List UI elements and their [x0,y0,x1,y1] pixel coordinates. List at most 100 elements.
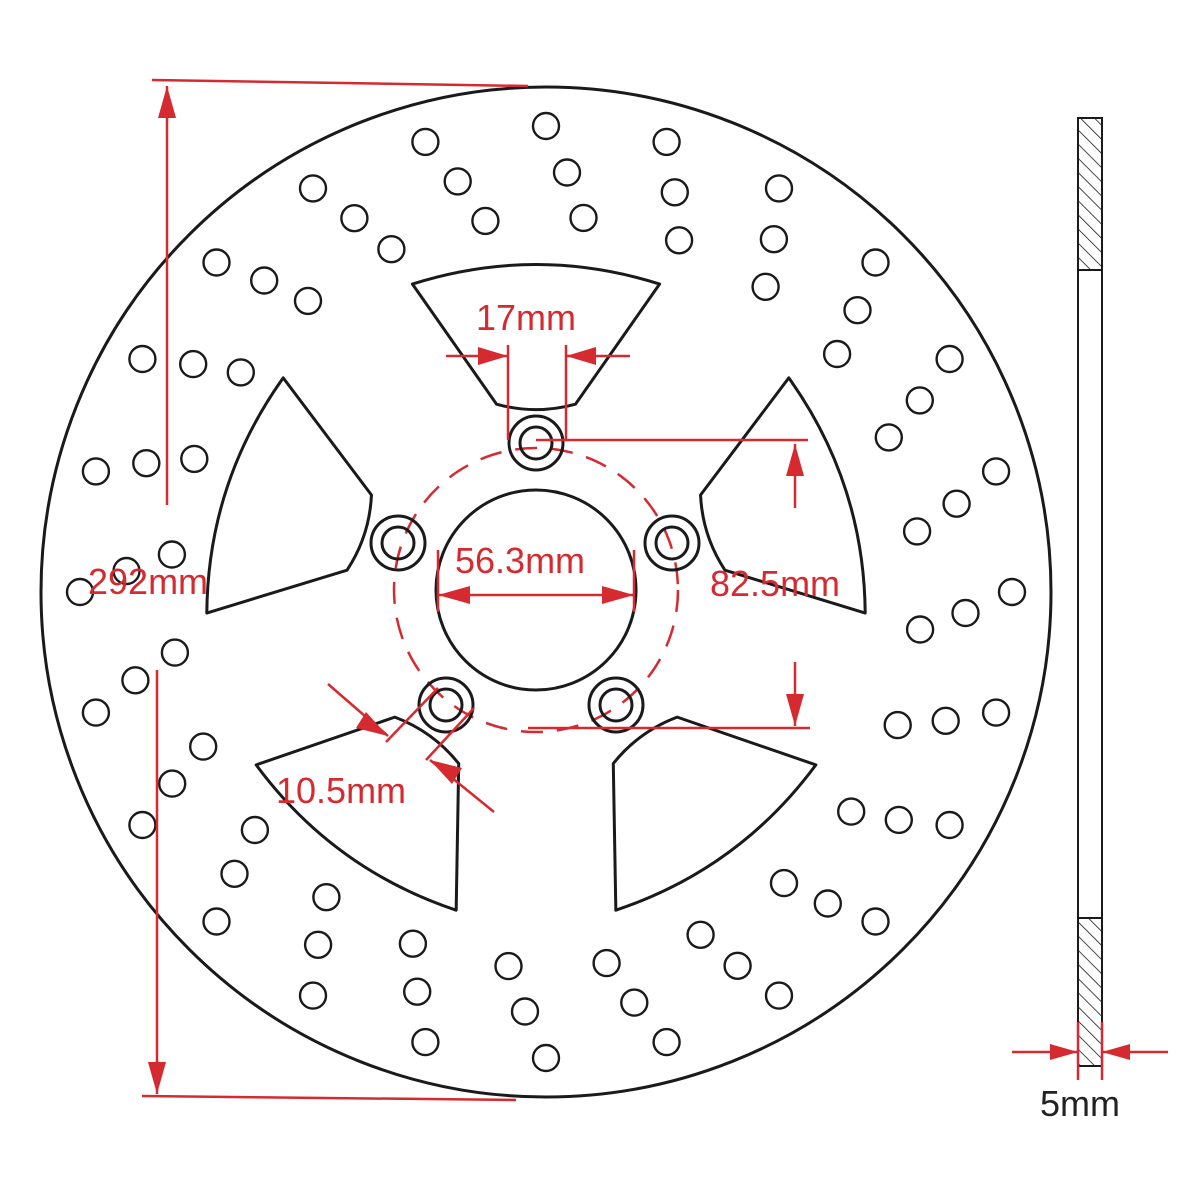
cooling-hole [652,1027,681,1057]
cooling-hole [202,907,231,936]
cooling-hole [293,286,323,316]
cooling-hole [411,127,440,157]
bolt-hole-right [643,514,701,572]
cooling-hole [902,517,932,546]
label-slot-width: 17mm [476,297,576,338]
dim-outer-diameter: 292mm [88,78,529,1102]
cooling-hole [997,577,1027,607]
label-thickness: 5mm [1040,1083,1120,1124]
cooling-hole [531,111,561,141]
cooling-hole [443,167,472,196]
cooling-hole [160,638,190,667]
cooling-hole [981,457,1011,486]
cooling-hole [298,174,328,203]
cooling-hole [65,577,95,607]
cooling-hole [377,234,406,264]
cooling-hole [81,698,111,727]
cooling-hole [303,930,333,959]
cooling-hole [403,977,432,1006]
bolt-circle [392,446,680,734]
cooling-hole [981,698,1011,727]
cooling-hole [751,272,780,301]
cooling-hole [769,868,799,898]
cooling-hole [531,1043,561,1073]
cooling-hole [935,810,964,840]
label-bolt-circle: 82.5mm [710,563,840,604]
cooling-hole [220,859,249,888]
dim-thickness: 5mm [1012,1022,1168,1124]
spoke-window [410,263,662,412]
dim-bolt-circle: 82.5mm [528,438,840,730]
cooling-hole [620,988,649,1017]
cooling-hole [942,489,971,518]
spoke-windows [205,263,867,912]
cooling-hole [81,457,111,486]
cooling-hole [157,540,187,569]
center-bore [434,488,638,692]
cooling-hole [411,1027,440,1057]
cooling-hole [764,981,794,1010]
cooling-hole [188,732,218,761]
cooling-hole [660,178,689,207]
cooling-hole [340,203,369,233]
cooling-hole [240,815,270,845]
dim-center-bore: 56.3mm [436,540,636,612]
label-bolt-hole: 10.5mm [276,770,406,811]
cooling-hole [905,615,935,644]
side-view [1077,117,1103,1067]
spoke-window [611,715,818,912]
cooling-hole [569,203,598,233]
cooling-hole [494,951,523,981]
cooling-hole [226,358,256,387]
cooling-hole [905,386,934,415]
disc-outer-edge [39,85,1053,1099]
cooling-hole [180,444,209,474]
bolt-hole-top [507,414,565,472]
bolt-hole-left [369,514,427,572]
cooling-hole [837,797,866,826]
cooling-hole [592,948,621,978]
cooling-hole [843,296,872,325]
cooling-hole [813,889,842,918]
dim-bolt-hole: 10.5mm [276,683,495,813]
cooling-hole [861,248,890,277]
cooling-hole [935,344,964,374]
cooling-hole [664,226,694,255]
dim-slot-width: 17mm [446,297,630,440]
cooling-hole [931,706,960,735]
spoke-window [699,376,867,615]
cooling-hole [128,344,157,374]
cooling-hole [951,598,980,628]
cooling-holes [65,111,1027,1073]
label-outer-diameter: 292mm [88,561,208,602]
cooling-hole [312,883,341,912]
spoke-window [254,715,461,912]
cooling-hole [132,449,161,478]
cooling-hole [822,339,852,369]
bolt-holes [369,414,701,734]
cooling-hole [883,710,912,740]
cooling-hole [398,929,428,958]
cooling-hole [471,206,500,236]
cooling-hole [178,349,208,379]
bolt-hole-lower-right [587,676,645,734]
cooling-hole [121,666,150,695]
cooling-hole [723,951,752,980]
cooling-hole [552,158,582,187]
bolt-hole-lower-left [417,676,475,734]
cooling-hole [884,805,913,835]
label-center-bore: 56.3mm [455,540,585,581]
cooling-hole [510,997,540,1026]
cooling-hole [652,127,681,157]
cooling-hole [157,769,187,798]
cooling-hole [112,556,141,586]
cooling-hole [202,248,231,277]
cooling-hole [128,810,157,840]
cooling-hole [686,920,715,949]
cooling-hole [250,266,279,295]
cooling-hole [764,174,794,203]
cooling-hole [861,907,890,936]
cooling-hole [874,423,903,452]
